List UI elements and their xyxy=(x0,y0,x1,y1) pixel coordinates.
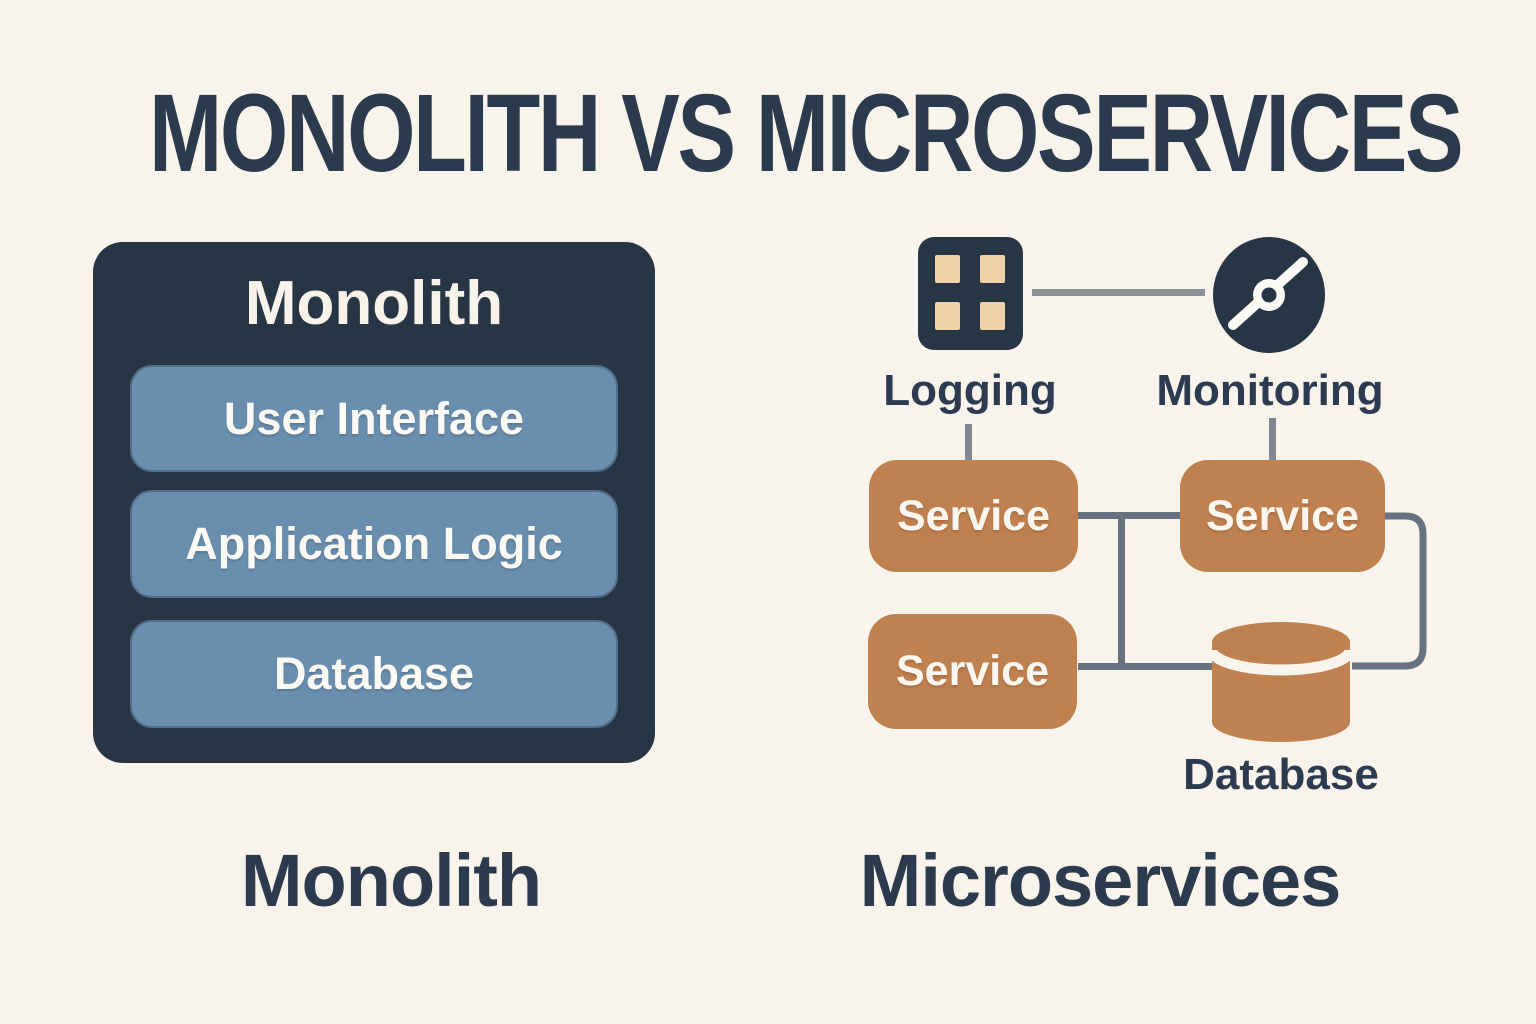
logging-label: Logging xyxy=(883,366,1057,415)
service-box-top-right: Service xyxy=(1180,460,1385,572)
monolith-panel: Monolith User Interface Application Logi… xyxy=(93,242,655,763)
caption-microservices: Microservices xyxy=(859,839,1342,922)
monitoring-gauge-icon xyxy=(1211,235,1327,360)
monolith-panel-title: Monolith xyxy=(244,269,504,338)
page-title: MONOLITH VS MICROSERVICES xyxy=(149,72,1464,195)
monitoring-label: Monitoring xyxy=(1156,366,1384,415)
monolith-layer-database: Database xyxy=(130,620,618,728)
connector-service-service-horizontal xyxy=(1078,512,1180,519)
service-box-top-left: Service xyxy=(869,460,1078,572)
connector-service-database-bracket xyxy=(1352,512,1427,670)
connector-logging-monitoring xyxy=(1032,289,1205,296)
caption-monolith: Monolith xyxy=(240,839,542,922)
service-box-bottom-left: Service xyxy=(868,614,1077,729)
connector-logging-service xyxy=(965,424,972,460)
logging-grid-icon xyxy=(918,237,1023,355)
connector-vertical-bus xyxy=(1118,512,1125,670)
database-label: Database xyxy=(1183,750,1379,799)
monolith-layer-user-interface: User Interface xyxy=(130,365,618,472)
connector-monitoring-service xyxy=(1269,418,1276,460)
database-cylinder-icon xyxy=(1206,622,1356,749)
connector-service-database-horizontal xyxy=(1078,663,1214,670)
monolith-layer-application-logic: Application Logic xyxy=(130,490,618,598)
